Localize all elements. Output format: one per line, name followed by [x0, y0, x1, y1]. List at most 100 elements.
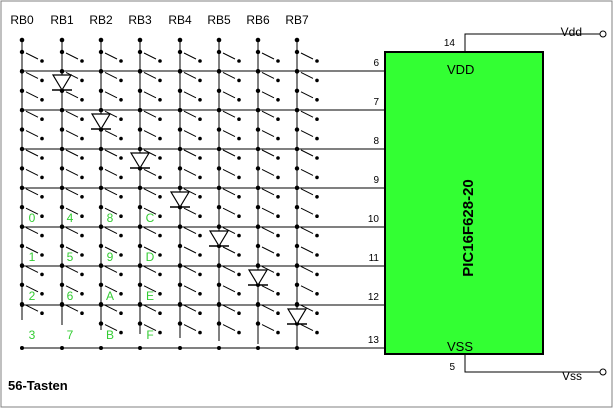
row-junction: [20, 69, 24, 73]
column-label: RB3: [128, 13, 152, 27]
switch-terminal: [198, 330, 202, 335]
switch-lever: [261, 91, 275, 99]
key-label: 9: [107, 250, 114, 264]
column-junction: [59, 37, 65, 43]
column-label: RB6: [246, 13, 270, 27]
row-junction: [178, 108, 182, 112]
switch-lever: [183, 188, 197, 196]
switch-lever: [300, 188, 314, 196]
switch-lever: [261, 149, 275, 157]
switch-lever: [222, 207, 236, 215]
row-junction: [295, 147, 299, 151]
switch-terminal: [158, 272, 162, 277]
row-junction: [217, 69, 221, 73]
switch-terminal: [80, 233, 84, 238]
switch-terminal: [158, 253, 162, 257]
row-junction: [138, 225, 142, 229]
switch-lever: [300, 285, 314, 293]
row-junction: [20, 186, 24, 190]
column-label: RB4: [168, 13, 192, 27]
switch-terminal: [198, 253, 202, 257]
row-junction: [99, 186, 103, 190]
switch-lever: [300, 324, 314, 332]
row-junction: [99, 264, 103, 268]
switch-lever: [222, 188, 236, 196]
switch-terminal: [40, 195, 44, 199]
switch-terminal: [80, 156, 84, 160]
switch-terminal: [237, 117, 241, 121]
row-junction: [20, 303, 24, 307]
switch-terminal: [80, 272, 84, 277]
switch-contact: [255, 205, 261, 210]
switch-lever: [261, 168, 275, 176]
switch-contact: [216, 88, 222, 94]
switch-terminal: [237, 272, 241, 277]
switch-contact: [216, 282, 222, 287]
switch-contact: [294, 282, 300, 287]
switch-lever: [222, 149, 236, 157]
vss-terminal: [599, 368, 607, 376]
switch-terminal: [119, 233, 123, 238]
switch-terminal: [119, 156, 123, 160]
switch-terminal: [198, 233, 202, 238]
row-junction: [217, 303, 221, 307]
switch-lever: [222, 265, 236, 273]
switch-terminal: [237, 311, 241, 316]
switch-terminal: [276, 59, 280, 63]
switch-lever: [222, 130, 236, 138]
column-junction: [255, 37, 261, 43]
switch-terminal: [80, 98, 84, 102]
switch-terminal: [158, 59, 162, 63]
switch-terminal: [237, 175, 241, 180]
switch-terminal: [276, 78, 280, 83]
column-junction: [216, 37, 222, 43]
switch-contact: [98, 166, 104, 171]
switch-contact: [294, 88, 300, 94]
switch-contact: [216, 166, 222, 171]
switch-terminal: [80, 78, 84, 83]
wires: [20, 40, 385, 349]
switch-lever: [104, 52, 118, 60]
switch-terminal: [40, 175, 44, 180]
switch-terminal: [315, 175, 319, 180]
switch-lever: [65, 227, 79, 235]
key-label: 8: [107, 211, 114, 225]
switch-lever: [183, 149, 197, 157]
switch-lever: [183, 265, 197, 273]
switch-contact: [294, 205, 300, 210]
switch-lever: [300, 91, 314, 99]
row-junction: [99, 225, 103, 229]
switch-terminal: [315, 292, 319, 296]
switch-terminal: [315, 214, 319, 218]
switch-contact: [294, 243, 300, 249]
row-junction: [295, 264, 299, 268]
row-junction: [256, 264, 260, 268]
row-junction: [295, 108, 299, 112]
switch-lever: [183, 52, 197, 60]
switch-contact: [177, 49, 183, 55]
switch-lever: [222, 71, 236, 79]
switch-lever: [65, 285, 79, 293]
vdd-pin-name: VDD: [447, 62, 474, 77]
switch-lever: [143, 246, 157, 254]
column-label: RB0: [10, 13, 34, 27]
column-label: RB2: [89, 13, 113, 27]
switch-terminal: [158, 330, 162, 335]
switch-terminal: [119, 136, 123, 141]
diode-triangle: [90, 113, 112, 131]
switch-terminal: [158, 98, 162, 102]
row-junction: [20, 264, 24, 268]
switch-contact: [177, 321, 183, 326]
row-junction: [217, 147, 221, 151]
switch-contact: [59, 282, 65, 287]
ic-pin-number: 6: [373, 58, 379, 69]
switch-lever: [25, 285, 39, 293]
switch-contact: [294, 127, 300, 132]
switch-contact: [137, 88, 143, 94]
switch-contact: [216, 49, 222, 55]
switch-lever: [25, 188, 39, 196]
switch-lever: [25, 130, 39, 138]
key-label: 4: [67, 211, 74, 225]
switch-contact: [294, 49, 300, 55]
